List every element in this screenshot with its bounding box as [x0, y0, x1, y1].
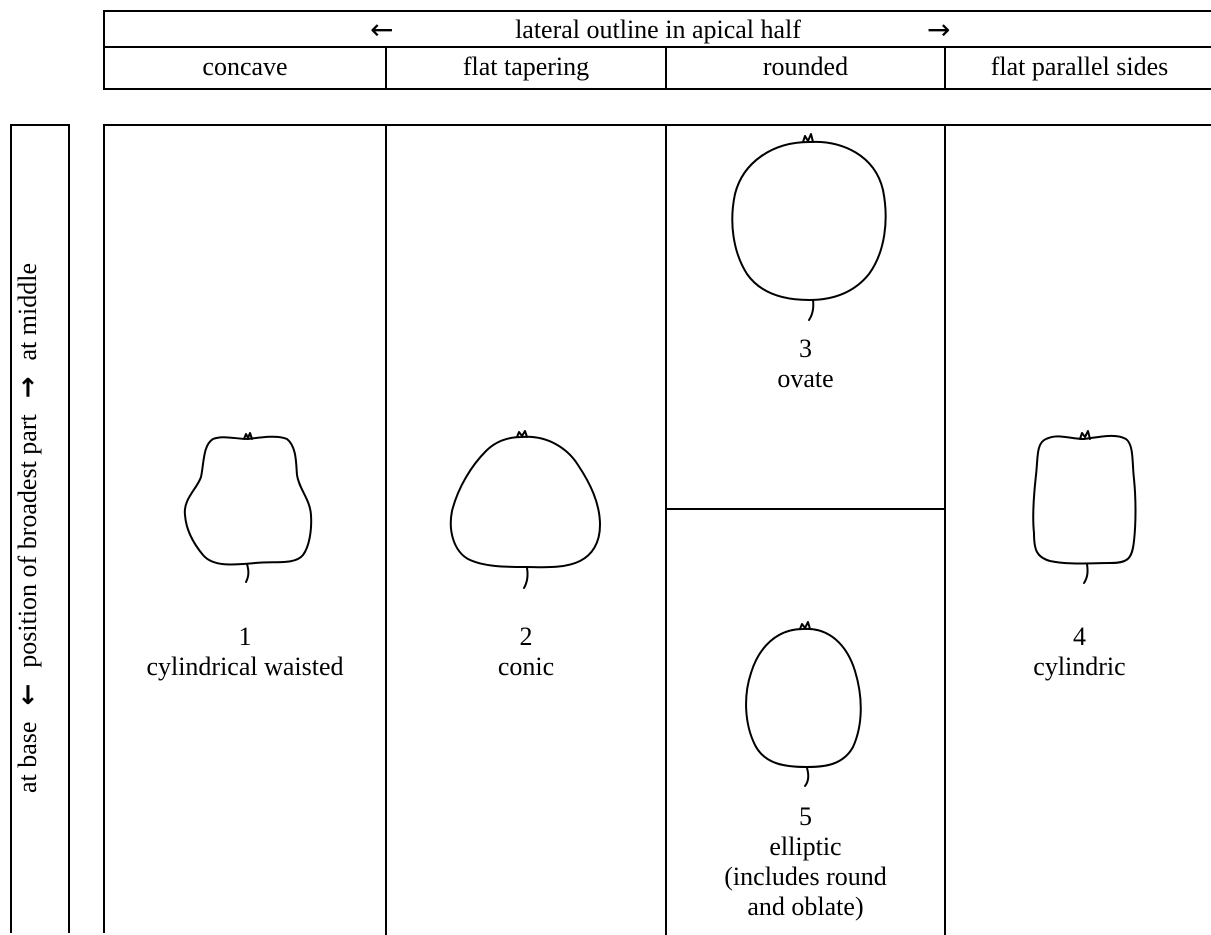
shape-number: 4	[1073, 622, 1086, 651]
shape-number: 5	[799, 802, 812, 831]
side-top-label: at middle	[13, 263, 42, 361]
shape-number: 1	[238, 622, 252, 651]
column-label-flat-parallel-sides: flat parallel sides	[990, 52, 1169, 81]
left-arrow-icon: ←	[370, 13, 394, 46]
side-main-label: position of broadest part	[13, 414, 42, 668]
column-divider	[385, 48, 387, 90]
shape-note-line-2: and oblate)	[747, 892, 864, 921]
shape-grid: 1 cylindrical waisted 2 conic 3 ovate 5 …	[103, 124, 1211, 935]
column-divider	[944, 48, 946, 90]
grid-row-divider	[665, 508, 946, 510]
up-arrow-icon: →	[13, 376, 43, 399]
header-title: lateral outline in apical half	[515, 15, 801, 44]
header-title-row: ← lateral outline in apical half →	[105, 12, 1211, 48]
down-arrow-icon: ←	[13, 683, 43, 706]
grid-divider	[665, 126, 667, 935]
shape-label-2: 2 conic	[387, 622, 665, 682]
side-bottom-label: at base	[13, 721, 42, 793]
shape-number: 2	[519, 622, 533, 651]
cylindric-fruit-icon	[1032, 430, 1137, 584]
shape-name: elliptic	[769, 832, 842, 861]
side-axis-label: at base ← position of broadest part → at mid…	[13, 263, 43, 793]
column-label-flat-tapering: flat tapering	[462, 52, 590, 81]
shape-name: conic	[497, 652, 555, 681]
shape-label-4: 4 cylindric	[946, 622, 1211, 682]
shape-label-1: 1 cylindrical waisted	[105, 622, 385, 682]
side-axis-box	[10, 124, 70, 933]
waisted-fruit-icon	[183, 432, 313, 583]
column-label-concave: concave	[202, 52, 288, 81]
ovate-fruit-icon	[731, 133, 887, 321]
shape-name: cylindric	[1033, 652, 1126, 681]
elliptic-fruit-icon	[745, 621, 862, 787]
conic-fruit-icon	[449, 430, 601, 589]
shape-name: cylindrical waisted	[146, 652, 344, 681]
shape-number: 3	[799, 334, 812, 363]
header-table: ← lateral outline in apical half → conca…	[103, 10, 1211, 90]
grid-divider	[944, 126, 946, 935]
header-columns-row: concave flat tapering rounded flat paral…	[105, 48, 1211, 90]
column-label-rounded: rounded	[762, 52, 849, 81]
shape-label-5: 5 elliptic (includes round and oblate)	[667, 802, 944, 922]
grid-divider	[385, 126, 387, 935]
column-divider	[665, 48, 667, 90]
shape-label-3: 3 ovate	[667, 334, 944, 394]
right-arrow-icon: →	[927, 13, 951, 46]
shape-note-line-1: (includes round	[724, 862, 887, 891]
shape-name: ovate	[777, 364, 834, 393]
